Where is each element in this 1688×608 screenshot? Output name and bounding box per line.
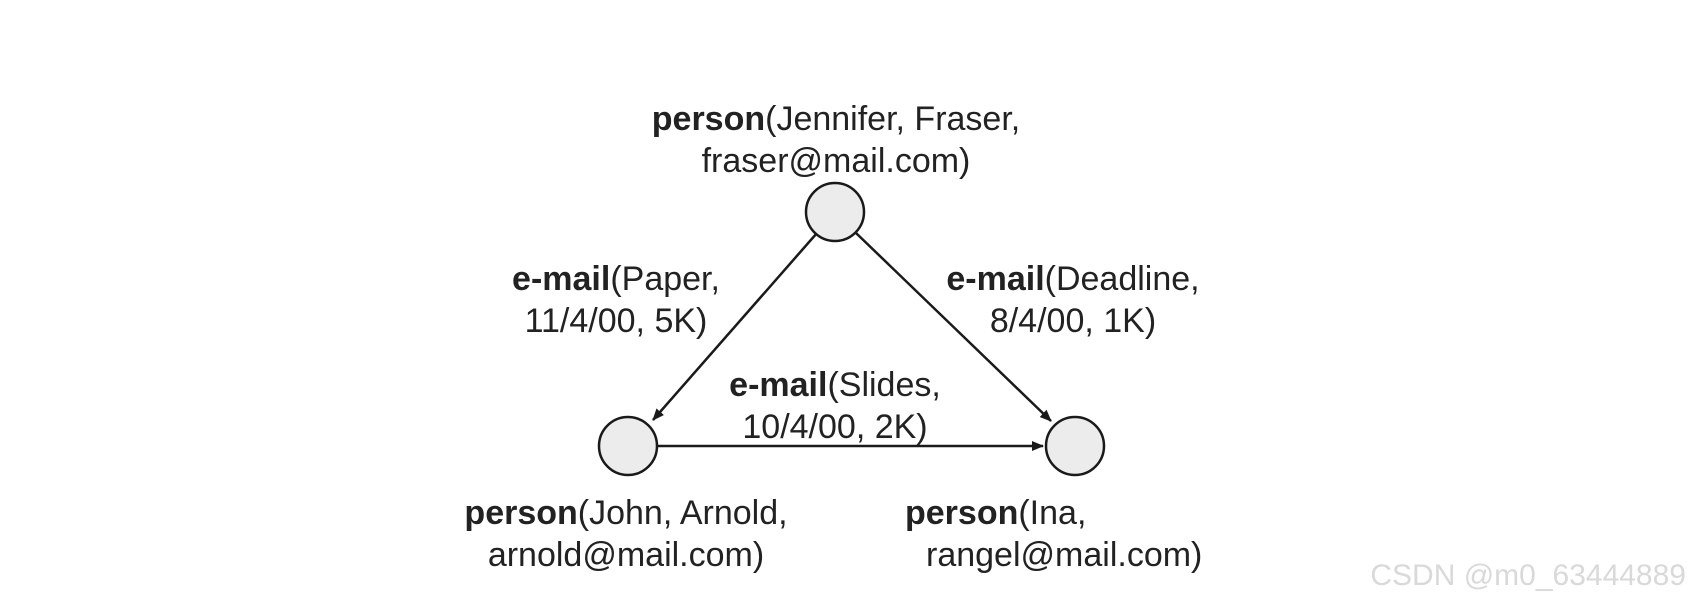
node-args-jennifer-line2: fraser@mail.com) [701, 142, 971, 180]
edge-args-deadline-line2: 8/4/00, 1K) [989, 302, 1157, 340]
watermark: CSDN @m0_63444889 [1370, 559, 1686, 592]
edge-args-slides-line1: (Slides, [827, 366, 941, 404]
node-label-john: person(John, Arnold, arnold@mail.com) [451, 492, 801, 576]
edge-kind-slides: e-mail [729, 366, 828, 404]
node-label-jennifer: person(Jennifer, Fraser, fraser@mail.com… [636, 98, 1036, 182]
node-ina [1044, 415, 1106, 477]
edge-kind-deadline: e-mail [946, 260, 1045, 298]
edge-deadline-arrow [855, 232, 1052, 422]
node-kind-ina: person [905, 494, 1019, 532]
node-args-jennifer-line1: (Jennifer, Fraser, [765, 100, 1021, 138]
edge-args-paper-line2: 11/4/00, 5K) [524, 302, 708, 340]
edge-label-deadline: e-mail(Deadline, 8/4/00, 1K) [928, 258, 1218, 342]
edge-args-paper-line1: (Paper, [610, 260, 720, 298]
node-kind-john: person [464, 494, 578, 532]
edge-args-slides-line2: 10/4/00, 2K) [742, 408, 928, 446]
edge-label-paper: e-mail(Paper, 11/4/00, 5K) [493, 258, 739, 342]
edge-label-slides: e-mail(Slides, 10/4/00, 2K) [705, 364, 965, 448]
node-args-ina-line2: rangel@mail.com) [926, 536, 1203, 574]
node-args-john-line2: arnold@mail.com) [487, 536, 765, 574]
edge-paper-arrow [652, 232, 818, 421]
node-john [597, 415, 659, 477]
node-jennifer [804, 181, 866, 243]
node-label-ina: person(Ina, rangel@mail.com) [905, 492, 1235, 576]
node-args-ina-line1: (Ina, [1018, 494, 1087, 532]
edge-kind-paper: e-mail [512, 260, 611, 298]
edge-args-deadline-line1: (Deadline, [1044, 260, 1200, 298]
node-args-john-line1: (John, Arnold, [577, 494, 788, 532]
node-kind-jennifer: person [651, 100, 766, 138]
